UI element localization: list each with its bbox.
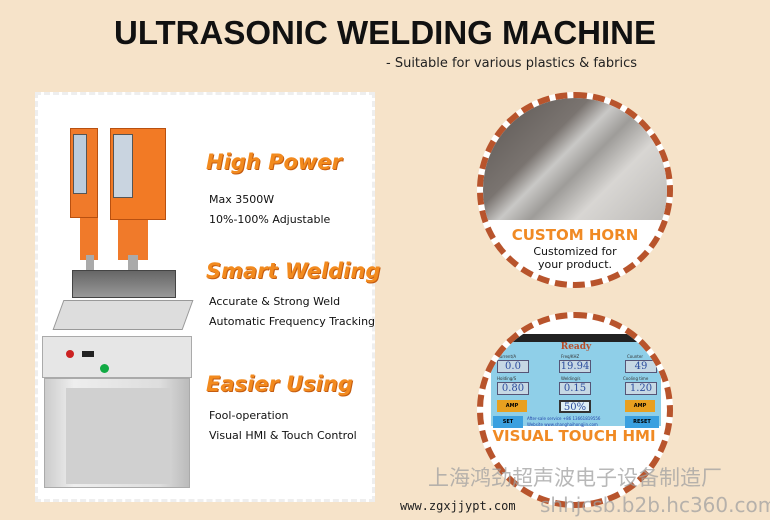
- set-button[interactable]: SET: [493, 416, 523, 428]
- hmi-label: Freq/KHZ: [561, 354, 580, 359]
- feature-heading-high-power: High Power: [206, 150, 342, 174]
- amp-down-button[interactable]: AMP: [497, 400, 527, 412]
- page-title: ULTRASONIC WELDING MACHINE: [113, 14, 657, 51]
- feature-heading-easier-using: Easier Using: [206, 372, 353, 396]
- visual-touch-circle: Ready Current/A 0.0 Freq/KHZ 19.94 Count…: [477, 312, 673, 508]
- subtitle: - Suitable for various plastics & fabric…: [386, 56, 638, 71]
- hmi-label: Current/A: [497, 354, 517, 359]
- hmi-freq: 19.94: [559, 360, 591, 373]
- hmi-cooling: 1.20: [625, 382, 657, 395]
- hmi-label: Welding/s: [561, 376, 581, 381]
- horn-photo: [483, 98, 667, 220]
- feature-line: 10%-100% Adjustable: [209, 213, 331, 226]
- hmi-service: After-sale service +86 13661819556: [527, 416, 601, 421]
- hmi-screen: Ready Current/A 0.0 Freq/KHZ 19.94 Count…: [491, 334, 661, 428]
- hmi-label: Holding/S: [497, 376, 517, 381]
- hmi-label: Counter: [627, 354, 643, 359]
- feature-line: Accurate & Strong Weld: [209, 295, 341, 308]
- hmi-holding: 0.80: [497, 382, 529, 395]
- watermark-site: www.zgxjjypt.com: [400, 499, 516, 513]
- hmi-amp: 50%: [559, 400, 591, 413]
- custom-horn-heading: CUSTOM HORN: [511, 226, 639, 244]
- custom-horn-text: Customized for your product.: [533, 245, 617, 271]
- custom-horn-circle: CUSTOM HORN Customized for your product.: [477, 92, 673, 288]
- hmi-website: Website www.shanghaihongjin.com: [527, 422, 598, 427]
- visual-touch-heading: VISUAL TOUCH HMI: [492, 427, 656, 445]
- feature-line: Max 3500W: [209, 193, 275, 206]
- hmi-current: 0.0: [497, 360, 529, 373]
- feature-line: Fool-operation: [209, 409, 289, 422]
- amp-up-button[interactable]: AMP: [625, 400, 655, 412]
- reset-button[interactable]: RESET: [625, 416, 659, 428]
- hmi-welding: 0.15: [559, 382, 591, 395]
- feature-line: Visual HMI & Touch Control: [209, 429, 357, 442]
- feature-heading-smart-welding: Smart Welding: [206, 259, 381, 283]
- hmi-counter: 49: [625, 360, 657, 373]
- hmi-status: Ready: [560, 342, 592, 352]
- watermark-site: shhjcsb.b2b.hc360.com: [540, 493, 770, 517]
- hmi-label: Cooling time: [623, 376, 649, 381]
- feature-line: Automatic Frequency Tracking: [209, 315, 376, 328]
- watermark-company: 上海鸿劲超声波电子设备制造厂: [428, 466, 722, 490]
